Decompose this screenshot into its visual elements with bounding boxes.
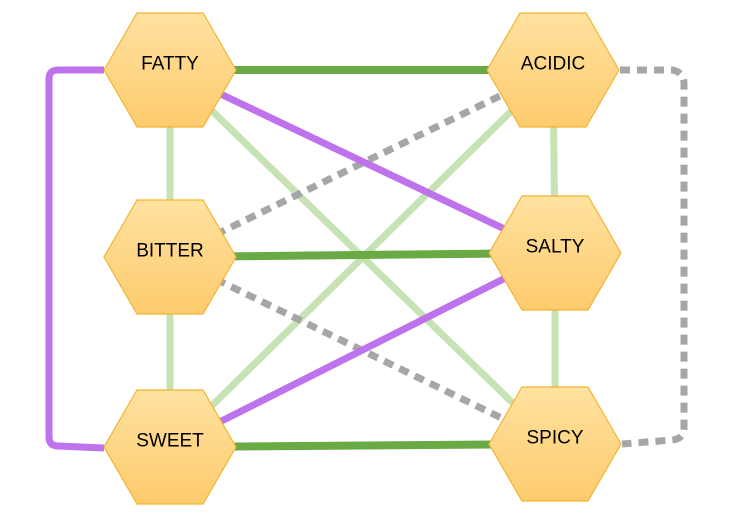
- flavor-node-spicy: SPICY: [488, 386, 622, 502]
- hexagon-shape: [103, 199, 237, 315]
- connection-fatty-salty: [168, 66, 557, 257]
- flavor-node-acidic: ACIDIC: [486, 12, 620, 128]
- connection-fatty-sweet: [45, 66, 105, 452]
- flavor-nodes: FATTY ACIDIC BITTER SALTY SWEET SPICY: [103, 12, 622, 505]
- hexagon-shape: [486, 12, 620, 128]
- flavor-node-bitter: BITTER: [103, 199, 237, 315]
- node-label-acidic: ACIDIC: [521, 54, 585, 75]
- hexagon-shape: [488, 195, 622, 311]
- node-label-sweet: SWEET: [136, 431, 204, 452]
- flavor-node-fatty: FATTY: [103, 12, 237, 128]
- connection-bitter-spicy: [168, 253, 557, 448]
- connection-salty-sweet: [168, 249, 557, 451]
- node-label-spicy: SPICY: [526, 428, 583, 449]
- hexagon-shape: [103, 389, 237, 505]
- hexagon-shape: [103, 12, 237, 128]
- flavor-node-sweet: SWEET: [103, 389, 237, 505]
- node-label-salty: SALTY: [526, 237, 585, 258]
- connection-acidic-spicy: [620, 66, 688, 448]
- hexagon-shape: [488, 386, 622, 502]
- flavor-node-salty: SALTY: [488, 195, 622, 311]
- node-label-fatty: FATTY: [141, 54, 199, 75]
- node-label-bitter: BITTER: [136, 241, 204, 262]
